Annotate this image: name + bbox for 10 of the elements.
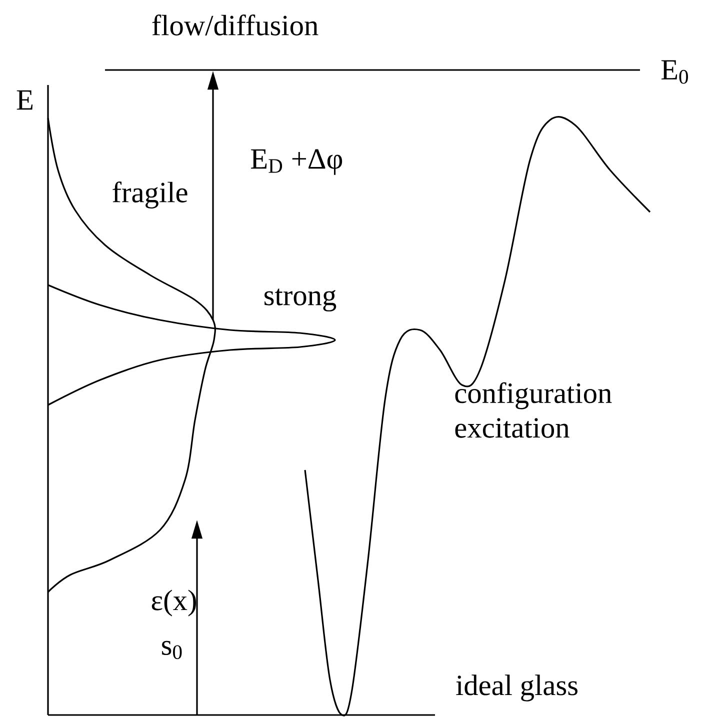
label: ε(x) [152,590,196,616]
label: fragile [112,182,188,208]
label: E$_{D}$ +Δφ [250,149,342,175]
label: s$_{0}$ [162,640,182,660]
label: E$_{0}$ [661,60,688,84]
label: ideal glass [456,674,578,702]
label: E [16,90,32,110]
label: configuration excitation [455,382,612,438]
label: flow/diffusion [152,14,318,36]
label: strong [264,288,336,312]
